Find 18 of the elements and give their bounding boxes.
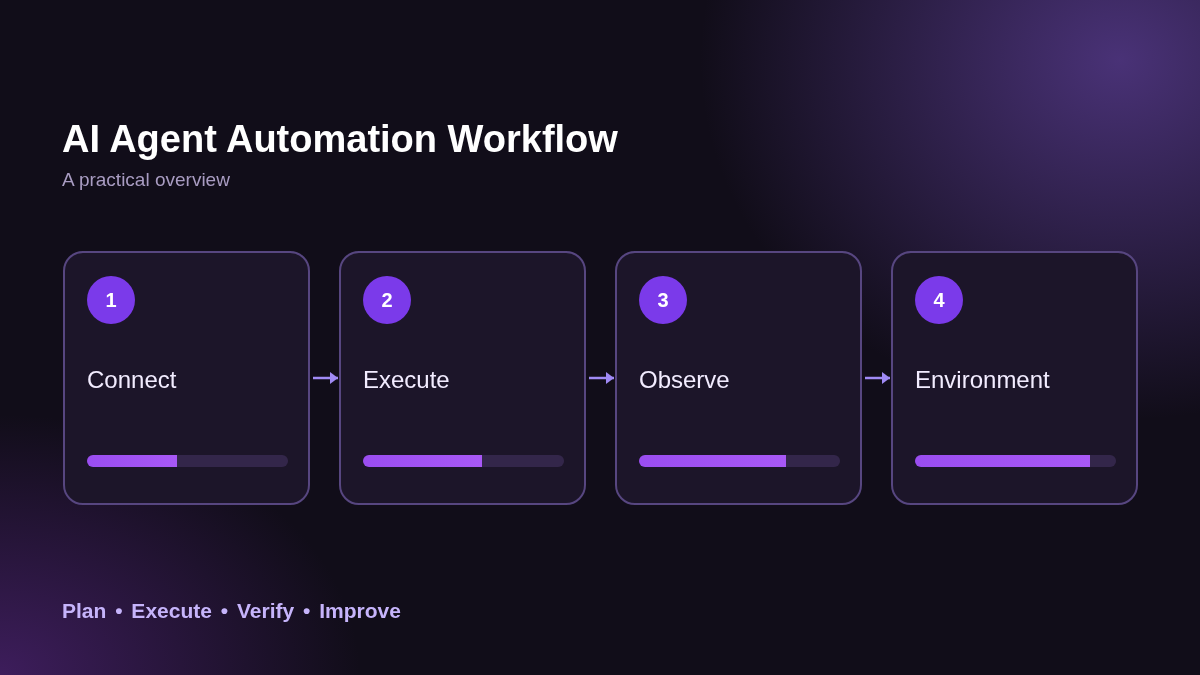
step-title: Connect [87,366,178,395]
subtitle: A practical overview [62,169,230,192]
step-number: 4 [915,276,963,324]
arrow [865,372,890,384]
step-card [63,251,310,505]
step-summary: Plan • Execute • Verify • Improve [62,598,401,624]
step-title: Observe [639,366,731,395]
step-number: 1 [87,276,135,324]
step-title: Environment [915,366,1051,395]
arrow [313,372,338,384]
title: AI Agent Automation Workflow [62,118,618,162]
step-number: 2 [363,276,411,324]
step-card [615,251,862,505]
arrow [589,372,614,384]
step-number: 3 [639,276,687,324]
step-title: Execute [363,366,451,395]
step-card [339,251,586,505]
step-card [891,251,1138,505]
